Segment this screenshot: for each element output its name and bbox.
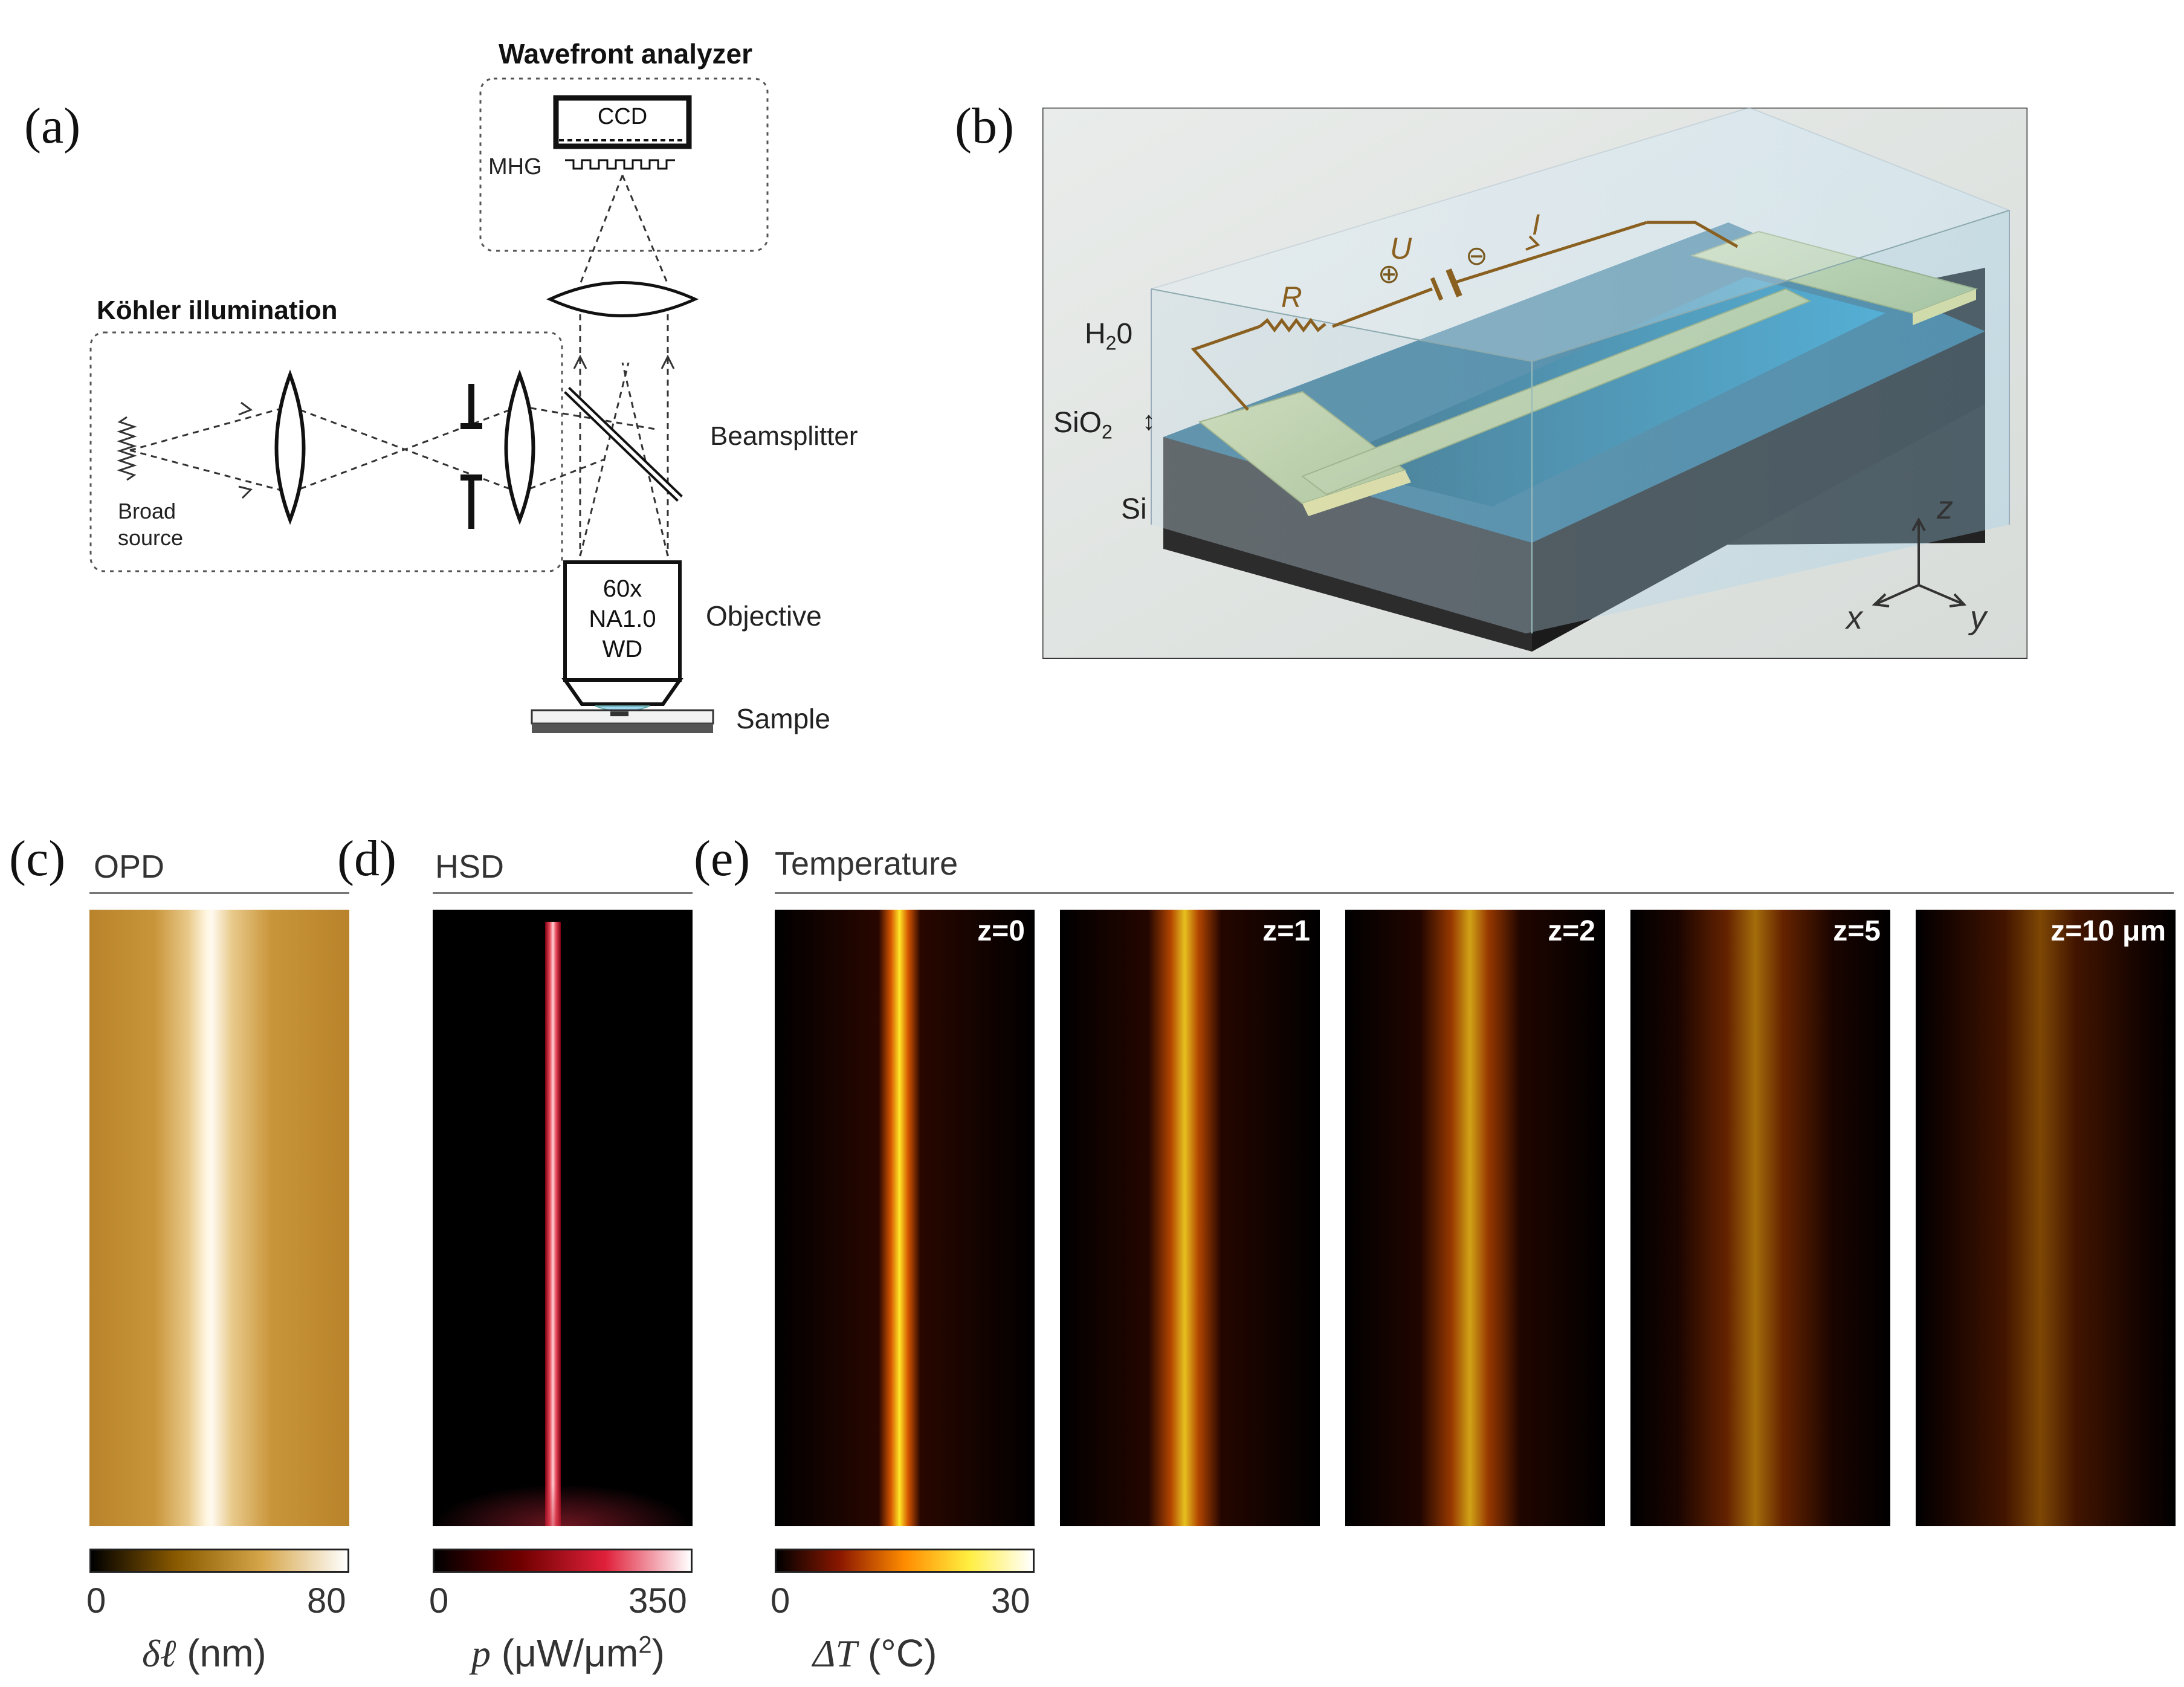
kohler-illumination-label: Köhler illumination bbox=[97, 296, 337, 325]
circuit-wire-left bbox=[1191, 325, 1261, 411]
aperture-bottom bbox=[468, 481, 474, 529]
sio2-thickness-arrow-icon: ↕ bbox=[1142, 406, 1155, 436]
broad-source-icon bbox=[117, 416, 137, 481]
opd-unit-label: δℓ (nm) bbox=[142, 1631, 267, 1675]
current-label: I bbox=[1532, 209, 1540, 241]
hsd-map bbox=[433, 910, 693, 1526]
tube-lens bbox=[546, 281, 699, 317]
temperature-title-rule bbox=[775, 892, 2174, 894]
x-axis bbox=[1875, 584, 1919, 606]
ccd-sensor bbox=[553, 95, 692, 149]
hsd-unit-label: p (μW/μm2) bbox=[471, 1631, 665, 1675]
sample-label: Sample bbox=[736, 703, 830, 734]
aperture-top bbox=[468, 384, 474, 429]
temperature-colorbar bbox=[775, 1549, 1035, 1573]
resistor-label: R bbox=[1281, 282, 1302, 314]
temperature-map-1: z=1 bbox=[1060, 910, 1320, 1526]
temperature-slice-label: z=1 bbox=[1262, 915, 1310, 947]
objective-magnification: 60x bbox=[603, 575, 642, 602]
y-axis bbox=[1918, 584, 1965, 606]
axis-x-label: x bbox=[1844, 600, 1864, 636]
collector-lens bbox=[274, 369, 306, 525]
h2o-label: H20 bbox=[1085, 318, 1133, 354]
temperature-colorbar-min: 0 bbox=[771, 1581, 790, 1621]
sample-substrate bbox=[532, 724, 713, 733]
temperature-slice-label: z=10 μm bbox=[2050, 915, 2166, 947]
wavefront-analyzer-box bbox=[479, 77, 769, 252]
temperature-colorbar-max: 30 bbox=[991, 1581, 1030, 1621]
hsd-title: HSD bbox=[435, 849, 505, 885]
hsd-title-rule bbox=[433, 892, 693, 894]
temperature-slice-label: z=0 bbox=[977, 915, 1025, 947]
panel-label-d: (d) bbox=[337, 831, 396, 887]
voltage-label: U bbox=[1390, 232, 1412, 265]
circuit-wire-right bbox=[1647, 221, 1739, 248]
opd-title-rule bbox=[89, 892, 349, 894]
temperature-slice-label: z=2 bbox=[1548, 915, 1595, 947]
current-arrow-icon bbox=[1525, 235, 1540, 251]
hsd-colorbar-min: 0 bbox=[429, 1581, 449, 1621]
broad-source-label-line1: Broad bbox=[118, 499, 176, 523]
sio2-label: SiO2 bbox=[1053, 407, 1113, 443]
opd-title: OPD bbox=[94, 849, 165, 885]
temperature-unit-label: ΔT (°C) bbox=[813, 1631, 937, 1675]
temperature-map-0: z=0 bbox=[775, 910, 1035, 1526]
objective-wd: WD bbox=[603, 636, 643, 662]
axis-y-label: y bbox=[1968, 600, 1988, 636]
condenser-lens bbox=[504, 369, 535, 525]
broad-source-label-line2: source bbox=[118, 525, 183, 550]
minus-terminal-icon: ⊖ bbox=[1465, 241, 1488, 271]
mhg-label: MHG bbox=[488, 154, 542, 180]
temperature-title: Temperature bbox=[775, 846, 958, 882]
panel-label-a: (a) bbox=[24, 98, 81, 154]
hsd-colorbar-max: 350 bbox=[628, 1581, 687, 1621]
kohler-illumination-box bbox=[89, 331, 563, 572]
ccd-label: CCD bbox=[598, 104, 647, 129]
wavefront-analyzer-label: Wavefront analyzer bbox=[499, 38, 752, 70]
plus-terminal-icon: ⊕ bbox=[1378, 259, 1400, 289]
opd-colorbar-min: 0 bbox=[86, 1581, 106, 1621]
water-volume bbox=[1151, 108, 2009, 633]
temperature-map-3: z=5 bbox=[1630, 910, 1890, 1526]
panel-label-b: (b) bbox=[955, 98, 1014, 154]
si-label: Si bbox=[1121, 493, 1147, 525]
resistor-icon bbox=[1259, 317, 1326, 333]
temperature-slice-label: z=5 bbox=[1833, 915, 1881, 947]
beamsplitter-label: Beamsplitter bbox=[710, 421, 858, 451]
optical-setup-diagram: Wavefront analyzer CCD MHG Köhler illumi… bbox=[89, 38, 858, 734]
temperature-map-2: z=2 bbox=[1345, 910, 1605, 1526]
panel-label-e: (e) bbox=[694, 831, 751, 887]
opd-colorbar-max: 80 bbox=[307, 1581, 346, 1621]
objective-na: NA1.0 bbox=[589, 606, 656, 632]
objective-label: Objective bbox=[706, 600, 822, 632]
hsd-colorbar bbox=[433, 1549, 693, 1573]
opd-colorbar bbox=[89, 1549, 349, 1573]
panel-label-c: (c) bbox=[9, 831, 66, 887]
device-3d-diagram: R U I ⊕ ⊖ z x y bbox=[1042, 108, 2027, 659]
axis-z-label: z bbox=[1936, 490, 1953, 526]
battery-plate-plus bbox=[1430, 277, 1444, 301]
mhg-grating bbox=[565, 159, 675, 170]
temperature-map-4: z=10 μm bbox=[1916, 910, 2176, 1526]
opd-map bbox=[89, 910, 349, 1526]
